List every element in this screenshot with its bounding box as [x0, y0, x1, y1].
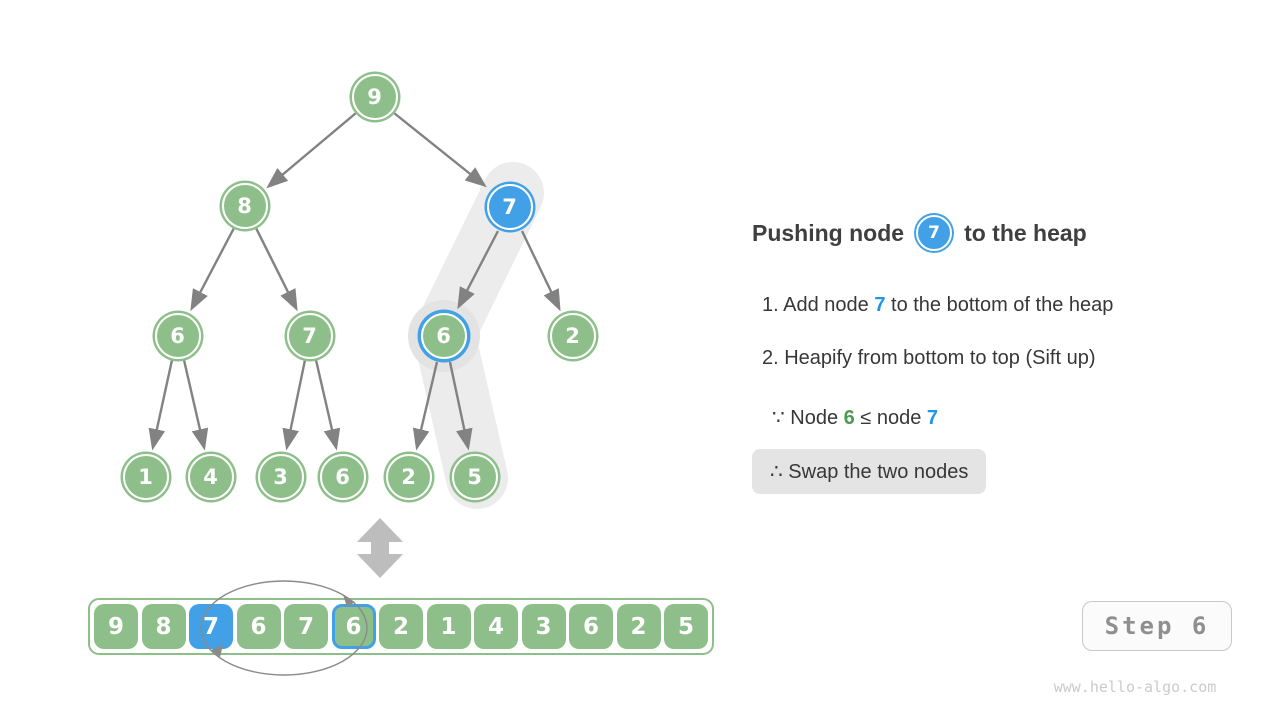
tree-node-8: 8	[221, 182, 268, 229]
because-mid: ≤ node	[854, 407, 927, 429]
edge-8-6	[190, 227, 236, 312]
edge-8-7	[254, 227, 298, 312]
step-1-prefix: 1. Add node	[762, 294, 875, 316]
array-cell-5-target: 6	[331, 604, 376, 649]
site-url: www.hello-algo.com	[1053, 678, 1217, 696]
edge-9-8	[266, 112, 357, 189]
because-line: ∵ Node 6 ≤ node 7	[772, 405, 938, 430]
instruction-step-2: 2. Heapify from bottom to top (Sift up)	[762, 347, 1096, 369]
tree-node-2-leaf: 2	[385, 453, 432, 500]
tree-node-5: 5	[451, 453, 498, 500]
tree-node-3: 3	[257, 453, 304, 500]
array-cell-2-active: 7	[189, 604, 233, 649]
instruction-step-1: 1. Add node 7 to the bottom of the heap	[762, 294, 1113, 317]
because-prefix: ∵ Node	[772, 407, 844, 429]
edge-6-4	[182, 359, 209, 451]
tree-node-2-right: 2	[549, 312, 596, 359]
panel-title-prefix: Pushing node	[752, 219, 905, 246]
panel-title-suffix: to the heap	[964, 219, 1087, 246]
heap-array: 9 8 7 6 7 6 2 1 4 3 6 2 5	[88, 598, 714, 655]
step-1-node-value: 7	[874, 294, 886, 316]
tree-node-7-new: 7	[486, 183, 533, 230]
panel-title-node-badge: 7	[916, 215, 953, 251]
array-cell-4: 7	[284, 604, 328, 649]
edge-7-6	[457, 230, 500, 310]
edge-6-1	[148, 359, 174, 451]
edge-7-3	[282, 359, 307, 451]
array-cell-10: 6	[569, 604, 613, 649]
because-green-value: 6	[843, 407, 855, 429]
because-blue-value: 7	[926, 407, 939, 429]
step-1-suffix: to the bottom of the heap	[885, 294, 1114, 316]
tree-node-1: 1	[122, 453, 169, 500]
therefore-swap-note: ∴ Swap the two nodes	[752, 449, 987, 494]
edge-9-7	[393, 112, 487, 188]
tree-node-9: 9	[351, 73, 398, 120]
tree-edges	[148, 112, 561, 451]
edge-7-2	[520, 230, 561, 312]
array-cell-12: 5	[664, 604, 708, 649]
tree-node-6-swap: 6	[420, 312, 467, 359]
array-cell-11: 2	[616, 604, 661, 649]
tree-array-mapping-arrow-icon	[357, 518, 403, 578]
tree-node-7-mid: 7	[286, 312, 333, 359]
step-button[interactable]: Step 6	[1082, 601, 1232, 651]
tree-node-6-left: 6	[154, 312, 201, 359]
tree-node-4: 4	[187, 453, 234, 500]
edge-7-6b	[314, 359, 341, 451]
array-cell-6: 2	[379, 604, 423, 649]
array-cell-3: 6	[236, 604, 281, 649]
panel-title: Pushing node 7 to the heap	[752, 212, 1087, 254]
edge-6-5	[448, 361, 473, 451]
tree-node-6-leaf: 6	[319, 453, 366, 500]
array-cell-0: 9	[94, 604, 138, 649]
array-cell-7: 1	[426, 604, 471, 649]
array-cell-1: 8	[141, 604, 186, 649]
array-cell-9: 3	[521, 604, 566, 649]
edge-6-2	[412, 361, 439, 451]
array-cell-8: 4	[474, 604, 518, 649]
